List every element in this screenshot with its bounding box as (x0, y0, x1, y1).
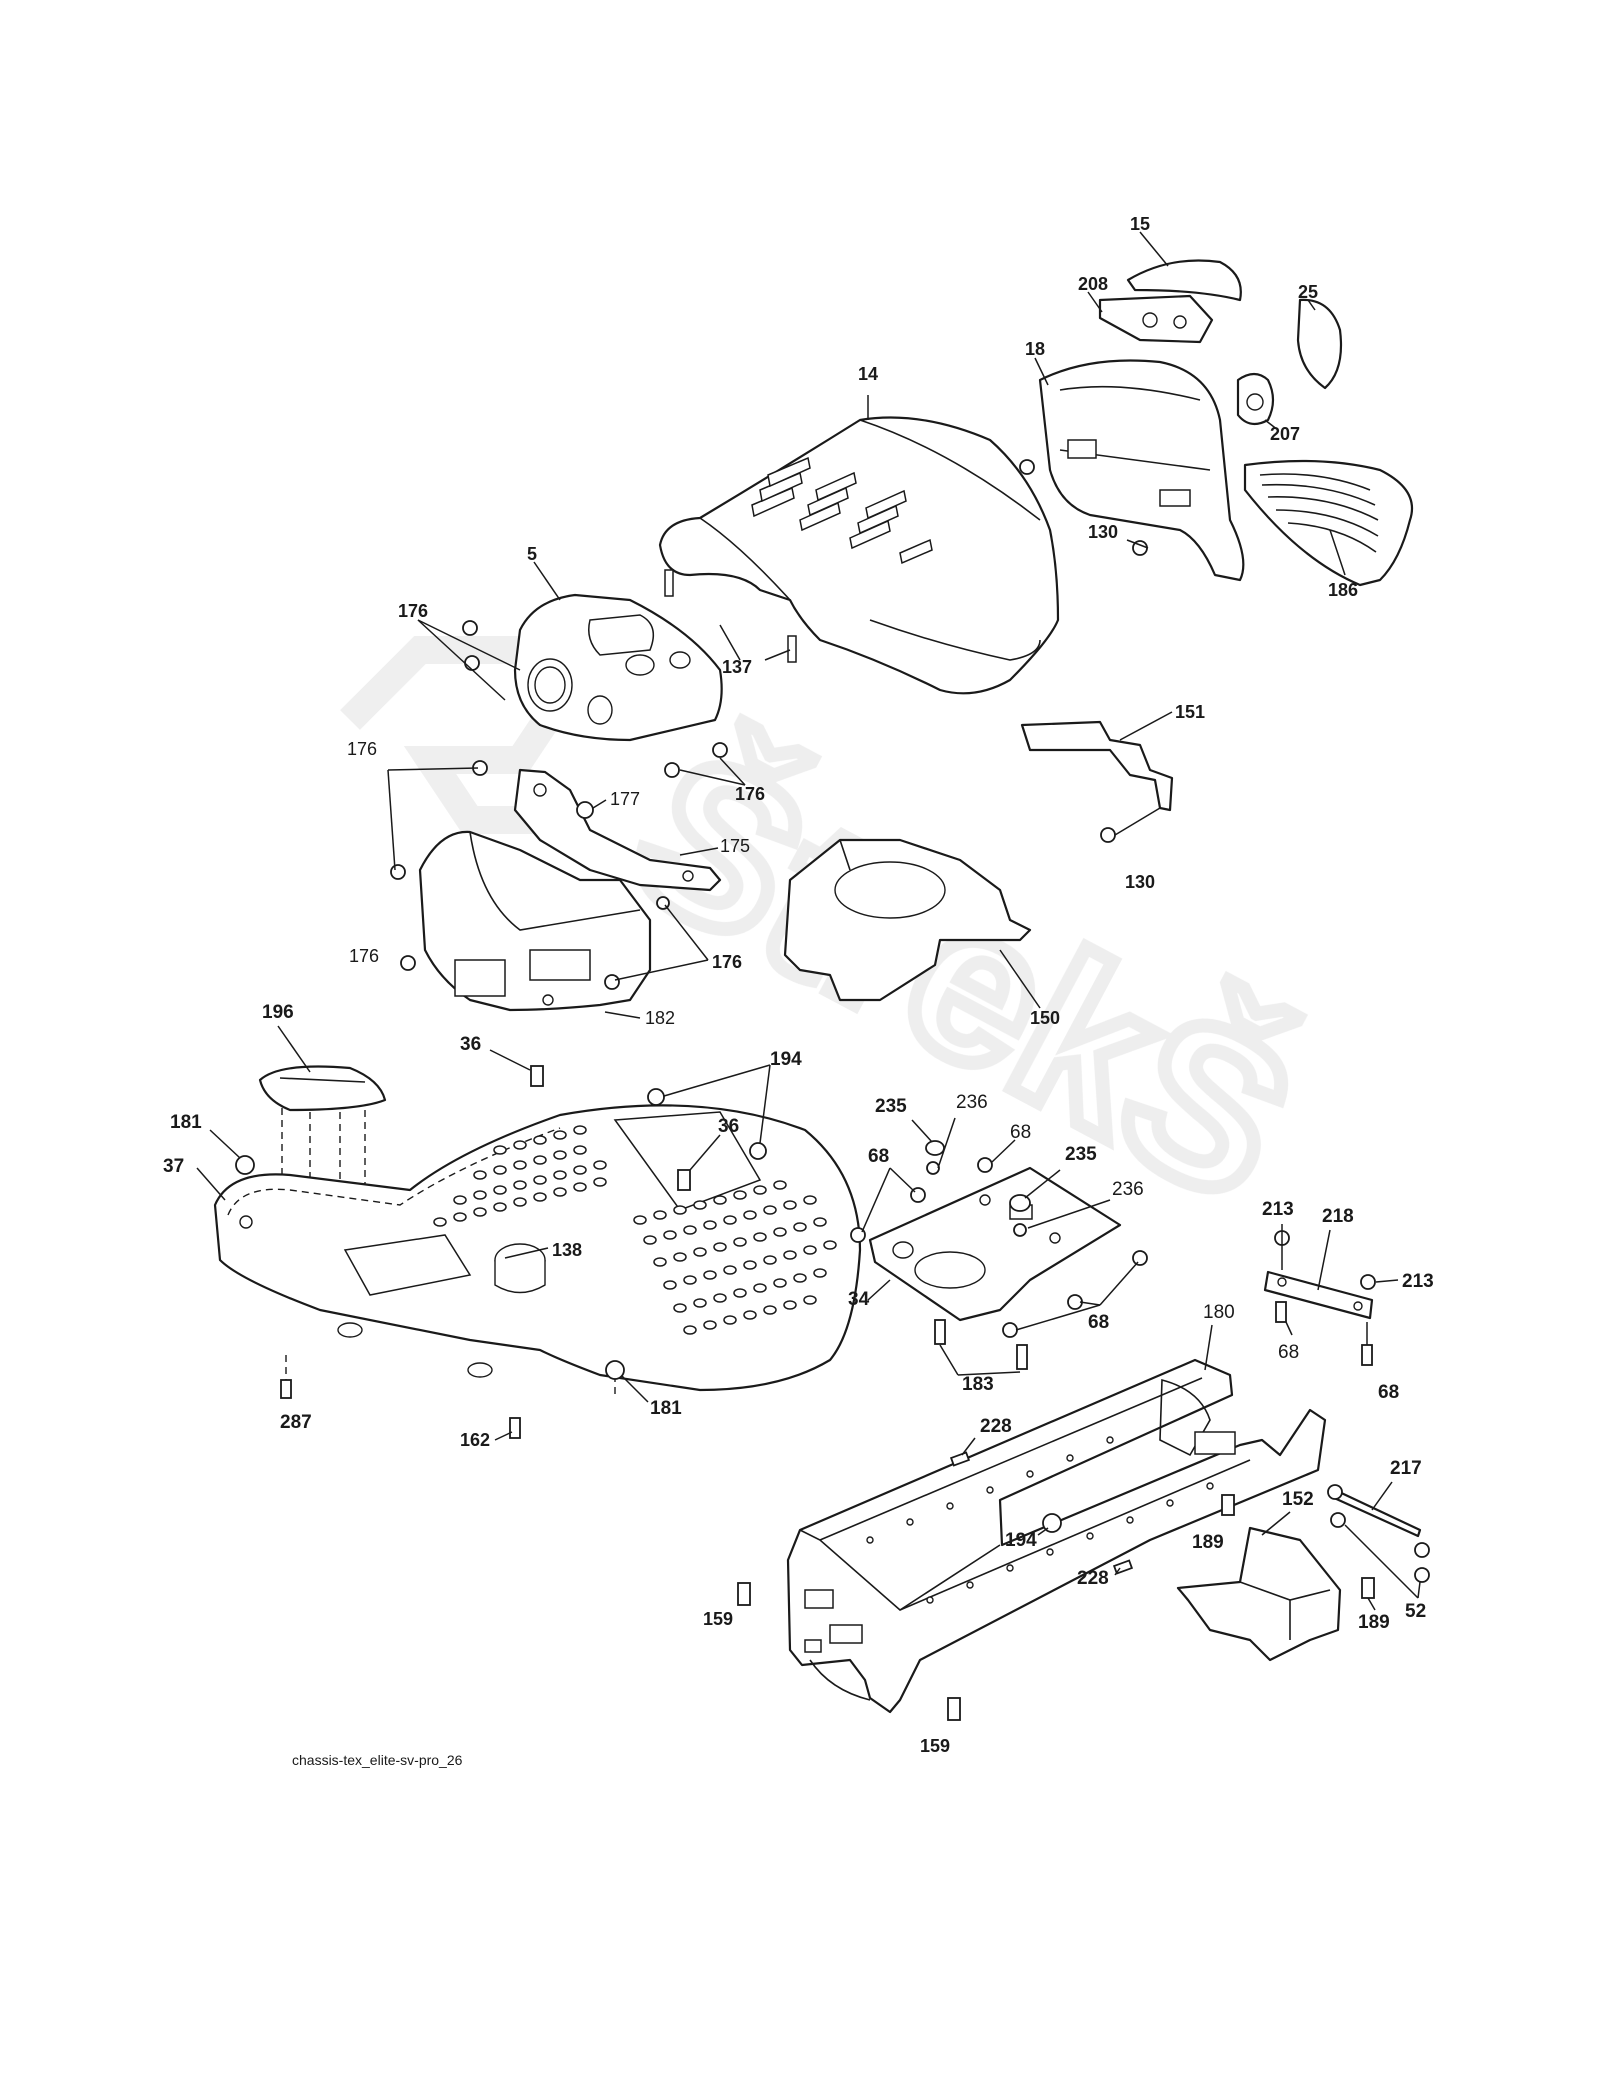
callout-25: 25 (1298, 282, 1318, 302)
part-162-screw (494, 1417, 521, 1441)
part-151-bracket (1020, 711, 1174, 812)
callout-228-b: 228 (1077, 1568, 1109, 1589)
callout-159-b: 159 (920, 1736, 950, 1756)
callout-151: 151 (1175, 702, 1205, 722)
callout-14: 14 (858, 364, 878, 384)
callout-186: 186 (1328, 580, 1358, 600)
callout-213-a: 213 (1262, 1199, 1294, 1220)
part-207-headlight (1236, 372, 1279, 431)
callout-176-e: 176 (712, 952, 742, 972)
part-235-236-spacers (911, 1117, 1111, 1237)
callout-52: 52 (1405, 1601, 1426, 1622)
part-15-cap (1126, 231, 1242, 302)
callout-213-b: 213 (1402, 1271, 1434, 1292)
callout-180: 180 (1203, 1302, 1235, 1323)
part-5-dash-console (513, 561, 723, 742)
callout-5: 5 (527, 544, 537, 564)
part-150-tray (783, 838, 1041, 1009)
callout-159-a: 159 (703, 1609, 733, 1629)
part-287-screw (280, 1379, 292, 1399)
part-196-pad (258, 1025, 387, 1190)
part-159-bolts (737, 1582, 961, 1721)
part-176-fasteners-upper (417, 619, 746, 786)
callout-177: 177 (610, 789, 640, 809)
deck-vent-grid (433, 1125, 837, 1335)
callout-68-d: 68 (1278, 1342, 1299, 1363)
part-137-clips (664, 569, 797, 663)
part-18-nose-housing (1034, 357, 1245, 582)
part-194-nuts-deck (647, 1064, 771, 1160)
callout-68-b: 68 (1010, 1122, 1031, 1143)
callout-152: 152 (1282, 1489, 1314, 1510)
part-25-lens (1296, 298, 1343, 390)
part-152-plate (1176, 1511, 1342, 1662)
callout-287: 287 (280, 1412, 312, 1433)
callout-176-c: 176 (735, 784, 765, 804)
part-14-hood (658, 395, 1060, 695)
callout-181-a: 181 (170, 1112, 202, 1133)
callout-18: 18 (1025, 339, 1045, 359)
callout-236-a: 236 (956, 1092, 988, 1113)
part-177-nut (576, 799, 607, 819)
part-180-frame (786, 1324, 1327, 1714)
callout-207: 207 (1270, 424, 1300, 444)
callout-228-a: 228 (980, 1416, 1012, 1437)
callout-176-d: 176 (349, 946, 379, 966)
part-176-fasteners-lower (387, 760, 709, 990)
callout-218: 218 (1322, 1206, 1354, 1227)
callout-175: 175 (720, 836, 750, 856)
part-37-deck (196, 1104, 862, 1400)
part-194-nut-frame (1037, 1513, 1062, 1536)
part-213-68-fasteners (1274, 1224, 1399, 1366)
diagram-caption: chassis-tex_elite-sv-pro_26 (292, 1752, 463, 1768)
part-183-bolts (934, 1319, 1028, 1376)
callout-189-b: 189 (1358, 1612, 1390, 1633)
callout-36-b: 36 (718, 1116, 739, 1137)
callout-162: 162 (460, 1430, 490, 1450)
callout-68-a: 68 (868, 1146, 889, 1167)
part-34-mount-plate (867, 1166, 1122, 1322)
part-175-plate (513, 768, 722, 892)
callout-235-b: 235 (1065, 1144, 1097, 1165)
part-186-grille (1243, 459, 1414, 587)
callout-68-e: 68 (1378, 1382, 1399, 1403)
callout-37: 37 (163, 1156, 184, 1177)
callout-176-a: 176 (398, 601, 428, 621)
callout-217: 217 (1390, 1458, 1422, 1479)
callout-235-a: 235 (875, 1096, 907, 1117)
callout-176-b: 176 (347, 739, 377, 759)
callout-196: 196 (262, 1002, 294, 1023)
part-182-lower-dash (418, 830, 652, 1019)
callout-182: 182 (645, 1008, 675, 1028)
part-218-bar (1263, 1229, 1374, 1320)
callout-194-b: 194 (1005, 1530, 1037, 1551)
part-181-grommets (209, 1129, 649, 1403)
callout-138: 138 (552, 1240, 582, 1260)
part-228-pins (949, 1437, 1134, 1576)
callout-236-b: 236 (1112, 1179, 1144, 1200)
part-189-bolts (1221, 1494, 1376, 1611)
callout-137: 137 (722, 657, 752, 677)
callout-68-c: 68 (1088, 1312, 1109, 1333)
callout-130-top: 130 (1088, 522, 1118, 542)
callout-labels: 15 208 25 18 207 14 130 186 5 176 137 15… (163, 214, 1434, 1756)
part-138-boot (504, 1247, 549, 1259)
callout-181-b: 181 (650, 1398, 682, 1419)
part-130-screw-top (1019, 459, 1149, 556)
callout-194-a: 194 (770, 1049, 802, 1070)
callout-189-a: 189 (1192, 1532, 1224, 1553)
part-36-screws (489, 1049, 721, 1191)
callout-150: 150 (1030, 1008, 1060, 1028)
part-208-bracket (1087, 291, 1214, 344)
part-130-screw-middle (1100, 807, 1161, 843)
callout-130-middle: 130 (1125, 872, 1155, 892)
callout-15: 15 (1130, 214, 1150, 234)
callout-36-a: 36 (460, 1034, 481, 1055)
callout-183: 183 (962, 1374, 994, 1395)
callout-34: 34 (848, 1289, 870, 1310)
part-68-bolts-plate (850, 1139, 1148, 1338)
part-217-rod (1327, 1481, 1430, 1599)
callout-208: 208 (1078, 274, 1108, 294)
